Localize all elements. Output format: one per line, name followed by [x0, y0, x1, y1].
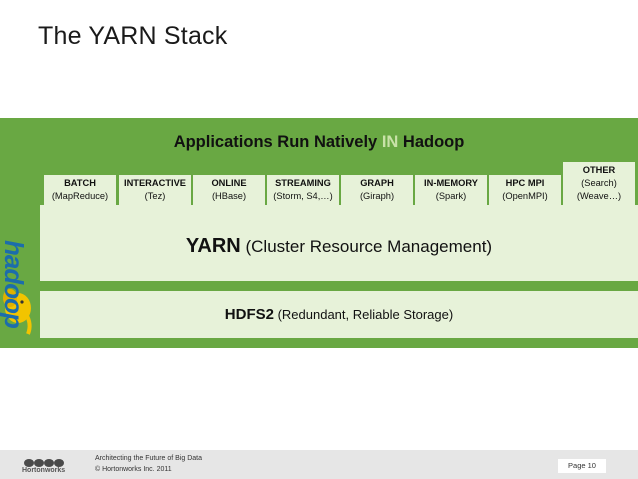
app-tab-engine: (OpenMPI): [502, 191, 548, 201]
app-tab-name: BATCH: [64, 178, 96, 188]
yarn-label-bold: YARN: [185, 235, 241, 257]
hortonworks-logo-text: Hortonworks: [22, 467, 66, 474]
applications-title-part2: Hadoop: [398, 133, 465, 151]
yarn-label-rest: (Cluster Resource Management): [240, 237, 493, 256]
app-tab-other: OTHER (Search) (Weave…): [563, 162, 635, 209]
app-tab-name: INTERACTIVE: [124, 178, 186, 188]
applications-title: Applications Run Natively IN Hadoop: [0, 133, 638, 152]
app-tab-name: GRAPH: [360, 178, 394, 188]
app-tab-engine: (Giraph): [359, 191, 395, 201]
hdfs-label-bold: HDFS2: [224, 306, 274, 323]
slide-title: The YARN Stack: [38, 22, 228, 50]
app-tab-batch: BATCH (MapReduce): [44, 175, 116, 209]
app-tab-hpc-mpi: HPC MPI (OpenMPI): [489, 175, 561, 209]
footer-tagline: Architecting the Future of Big Data: [95, 455, 202, 462]
app-tab-name: STREAMING: [275, 178, 331, 188]
app-tab-streaming: STREAMING (Storm, S4,…): [267, 175, 339, 209]
app-tab-engine: (Tez): [144, 191, 166, 201]
yarn-layer: [40, 205, 638, 281]
hadoop-logo: hadoop: [0, 178, 40, 348]
hdfs-label: HDFS2 (Redundant, Reliable Storage): [40, 306, 638, 323]
app-tab-engine: (Storm, S4,…): [273, 191, 333, 201]
page-number: Page 10: [558, 459, 606, 473]
app-tab-graph: GRAPH (Giraph): [341, 175, 413, 209]
app-tab-name: OTHER: [582, 165, 616, 175]
app-tab-in-memory: IN-MEMORY (Spark): [415, 175, 487, 209]
app-tab-name: ONLINE: [211, 178, 247, 188]
hadoop-logo-text: hadoop: [0, 240, 29, 328]
yarn-stack-diagram: Applications Run Natively IN Hadoop BATC…: [0, 118, 638, 348]
app-tab-name: IN-MEMORY: [424, 178, 478, 188]
hadoop-elephant-icon: [3, 289, 32, 335]
app-tab-engine: (HBase): [211, 191, 247, 201]
app-tab-name: HPC MPI: [505, 178, 545, 188]
app-tab-engine: (Search): [581, 178, 617, 188]
footer-copyright: © Hortonworks Inc. 2011: [95, 466, 172, 473]
hdfs-layer: [40, 291, 638, 338]
app-tab-engine-extra: (Weave…): [576, 191, 622, 201]
yarn-label: YARN (Cluster Resource Management): [40, 235, 638, 258]
app-tab-interactive: INTERACTIVE (Tez): [119, 175, 191, 209]
footer-bar: [0, 450, 638, 479]
hdfs-label-rest: (Redundant, Reliable Storage): [273, 307, 454, 322]
app-tab-engine: (MapReduce): [51, 191, 109, 201]
applications-title-in: IN: [381, 133, 399, 151]
hortonworks-elephants-icon: [24, 459, 64, 467]
applications-title-part1: Applications Run Natively: [173, 133, 382, 151]
app-tab-engine: (Spark): [435, 191, 467, 201]
app-tab-online: ONLINE (HBase): [193, 175, 265, 209]
